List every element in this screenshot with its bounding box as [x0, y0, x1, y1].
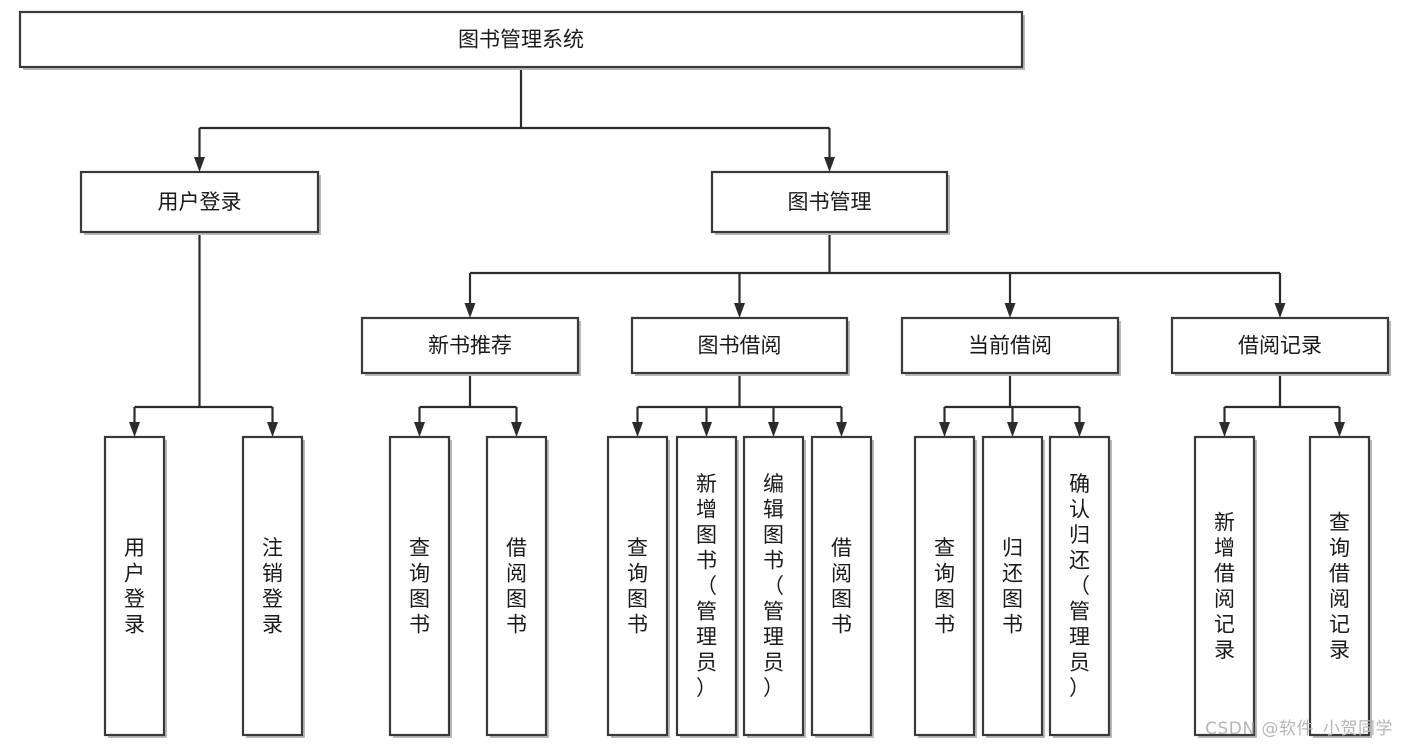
borrow-record-to-leaf-query-record-arrowhead	[1334, 422, 1345, 437]
node-label: 图书管理系统	[458, 28, 584, 52]
bm-to-current-borrow-arrowhead	[1004, 303, 1016, 318]
node-leaf-borrow-book-2[interactable]: 借阅图书	[810, 435, 874, 738]
current-borrow-to-leaf-query-book-3-arrowhead	[939, 422, 950, 437]
node-leaf-query-book-2[interactable]: 查询图书	[606, 435, 670, 738]
connector-layer	[129, 67, 1345, 437]
book-borrow-to-leaf-query-book-2-arrowhead	[632, 422, 643, 437]
node-label: 新增借阅记录	[1214, 510, 1235, 662]
root-to-user-login-arrowhead	[194, 157, 205, 172]
book-borrow-to-leaf-edit-book-arrowhead	[768, 422, 779, 437]
node-book-management[interactable]: 图书管理	[710, 170, 950, 235]
node-label: 归还图书	[1002, 536, 1023, 637]
node-borrow-record[interactable]: 借阅记录	[1170, 316, 1391, 376]
node-leaf-user-login[interactable]: 用户登录	[103, 435, 167, 738]
node-label: 查询图书	[934, 536, 955, 637]
node-leaf-borrow-book-1[interactable]: 借阅图书	[485, 435, 549, 738]
node-label: 确认归还（管理员）	[1069, 472, 1090, 700]
node-layer: 图书管理系统用户登录图书管理新书推荐图书借阅当前借阅借阅记录用户登录注销登录查询…	[18, 10, 1391, 738]
node-label: 查询借阅记录	[1329, 510, 1350, 662]
node-leaf-edit-book[interactable]: 编辑图书（管理员）	[742, 435, 806, 738]
node-label: 用户登录	[158, 190, 242, 214]
book-borrow-to-leaf-borrow-book-2-arrowhead	[836, 422, 847, 437]
node-label: 新增图书（管理员）	[696, 472, 717, 700]
node-leaf-query-record[interactable]: 查询借阅记录	[1308, 435, 1372, 738]
node-book-borrow[interactable]: 图书借阅	[630, 316, 850, 376]
node-current-borrow[interactable]: 当前借阅	[900, 316, 1121, 376]
node-label: 图书管理	[788, 190, 872, 214]
user-login-to-leaf-user-login-arrowhead	[129, 422, 140, 437]
node-label: 新书推荐	[428, 334, 512, 358]
bm-to-borrow-record-arrowhead	[1274, 303, 1286, 318]
current-borrow-to-leaf-return-book-arrowhead	[1007, 422, 1018, 437]
node-leaf-add-record[interactable]: 新增借阅记录	[1193, 435, 1257, 738]
root-to-book-management-arrowhead	[824, 157, 835, 172]
node-label: 查询图书	[627, 536, 648, 637]
node-label: 当前借阅	[968, 334, 1052, 358]
node-label: 借阅图书	[831, 536, 852, 637]
node-label: 图书借阅	[698, 334, 782, 358]
node-leaf-logout[interactable]: 注销登录	[241, 435, 305, 738]
node-leaf-confirm-return[interactable]: 确认归还（管理员）	[1048, 435, 1112, 738]
node-label: 借阅记录	[1238, 334, 1322, 358]
node-leaf-query-book-3[interactable]: 查询图书	[913, 435, 977, 738]
node-new-book-recommend[interactable]: 新书推荐	[360, 316, 581, 376]
bm-to-book-borrow-arrowhead	[734, 303, 745, 318]
node-user-login[interactable]: 用户登录	[79, 170, 321, 235]
book-borrow-to-leaf-add-book-arrowhead	[701, 422, 712, 437]
node-root-system[interactable]: 图书管理系统	[18, 10, 1025, 70]
csdn-watermark: CSDN @软件_小贺同学	[1205, 719, 1393, 739]
node-label: 编辑图书（管理员）	[763, 472, 784, 700]
new-book-recommend-to-leaf-borrow-book-1-arrowhead	[511, 422, 522, 437]
user-login-to-leaf-logout-arrowhead	[267, 422, 278, 437]
new-book-recommend-to-leaf-query-book-1-arrowhead	[414, 422, 425, 437]
node-leaf-return-book[interactable]: 归还图书	[981, 435, 1045, 738]
current-borrow-to-leaf-confirm-return-arrowhead	[1074, 422, 1085, 437]
bm-to-new-book-recommend-arrowhead	[464, 303, 476, 318]
node-leaf-query-book-1[interactable]: 查询图书	[388, 435, 452, 738]
node-label: 借阅图书	[506, 536, 527, 637]
node-label: 查询图书	[409, 536, 430, 637]
node-label: 注销登录	[262, 536, 283, 637]
borrow-record-to-leaf-add-record-arrowhead	[1219, 422, 1230, 437]
node-leaf-add-book[interactable]: 新增图书（管理员）	[675, 435, 739, 738]
node-label: 用户登录	[124, 536, 145, 637]
